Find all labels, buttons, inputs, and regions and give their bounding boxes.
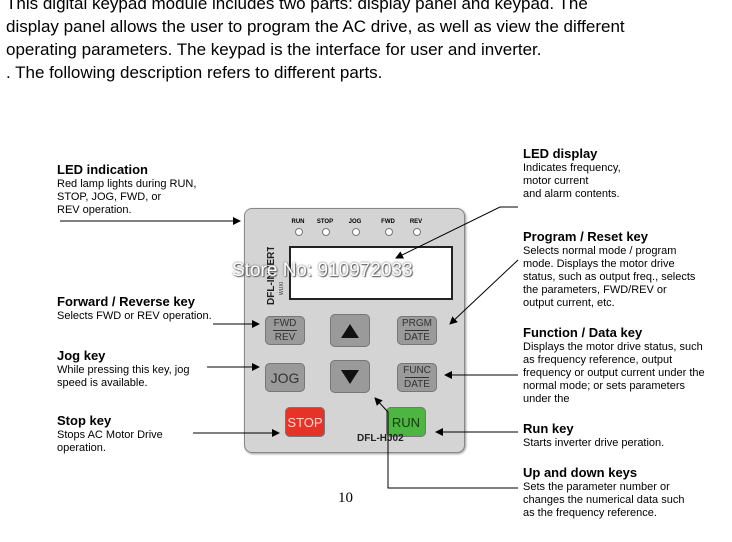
display-panel: RUN STOP JOG FWD REV DFL-INVERTER WUXI [258, 213, 453, 307]
rev-label: REV [274, 332, 296, 343]
label-title: Run key [523, 421, 574, 436]
key-divider [405, 377, 429, 378]
keypad-panel: RUN STOP JOG FWD REV DFL-INVERTER WUXI F… [244, 208, 465, 453]
leader-up-down [374, 397, 518, 489]
label-title: Stop key [57, 413, 112, 428]
intro-text: This digital keypad module includes two … [6, 0, 728, 84]
label-stop: Stop key Stops AC Motor Drive operation. [57, 413, 163, 455]
fwd-label: FWD [273, 318, 297, 329]
led-jog-indicator [352, 228, 360, 236]
label-run: Run key Starts inverter drive peration. [523, 421, 664, 450]
label-forward-reverse: Forward / Reverse key Selects FWD or REV… [57, 294, 212, 323]
led-stop-indicator [322, 228, 330, 236]
leader-program-reset [449, 259, 519, 325]
up-triangle-icon [341, 323, 359, 338]
led-run-indicator [295, 228, 303, 236]
fwd-rev-button[interactable]: FWD REV [265, 316, 305, 345]
led-fwd-indicator [385, 228, 393, 236]
run-button[interactable]: RUN [386, 407, 426, 437]
page-number: 10 [338, 490, 353, 506]
label-title: Function / Data key [523, 325, 643, 340]
intro-line: This digital keypad module includes two … [6, 0, 588, 13]
prgm-date-button[interactable]: PRGM DATE [397, 316, 437, 345]
label-desc: Red lamp lights during RUN, STOP, JOG, F… [57, 178, 197, 216]
leader-led-display [395, 206, 518, 259]
jog-label: JOG [270, 369, 300, 386]
label-led-display: LED display Indicates frequency, motor c… [523, 146, 621, 201]
label-desc: Selects normal mode / program mode. Disp… [523, 245, 696, 309]
label-desc: While pressing this key, jog speed is av… [57, 364, 190, 389]
lcd-display [289, 246, 453, 300]
led-label-fwd: FWD [381, 219, 395, 225]
label-title: Program / Reset key [523, 229, 649, 244]
label-title: Jog key [57, 348, 106, 363]
key-divider [273, 330, 297, 331]
label-jog: Jog key While pressing this key, jog spe… [57, 348, 189, 390]
label-desc: Displays the motor drive status, such as… [523, 341, 705, 405]
led-label-rev: REV [409, 219, 423, 225]
func-label: FUNC [403, 365, 431, 376]
key-divider [405, 330, 429, 331]
intro-line: . The following description refers to di… [6, 63, 383, 82]
label-title: Forward / Reverse key [57, 294, 196, 309]
date-label: DATE [404, 379, 430, 390]
label-desc: Indicates frequency, motor current and a… [523, 162, 621, 200]
label-up-down: Up and down keys Sets the parameter numb… [523, 465, 684, 520]
jog-button[interactable]: JOG [265, 363, 305, 392]
brand-text: DFL-INVERTER [266, 247, 277, 305]
label-title: LED indication [57, 162, 148, 177]
label-desc: Sets the parameter number or changes the… [523, 481, 685, 519]
label-desc: Selects FWD or REV operation. [57, 310, 212, 322]
label-program-reset: Program / Reset key Selects normal mode … [523, 229, 695, 310]
label-led-indication: LED indication Red lamp lights during RU… [57, 162, 196, 217]
run-label: RUN [391, 414, 421, 430]
stop-label: STOP [287, 414, 323, 430]
down-button[interactable] [330, 360, 370, 393]
label-desc: Stops AC Motor Drive operation. [57, 429, 163, 454]
led-label-jog: JOG [348, 219, 362, 225]
func-date-button[interactable]: FUNC DATE [397, 363, 437, 392]
led-label-run: RUN [291, 219, 305, 225]
label-desc: Starts inverter drive peration. [523, 437, 665, 449]
down-triangle-icon [341, 369, 359, 384]
brand-logo: DFL-INVERTER WUXI [266, 247, 285, 305]
label-title: LED display [523, 146, 598, 161]
led-rev-indicator [413, 228, 421, 236]
prgm-label: PRGM [402, 318, 432, 329]
intro-line: display panel allows the user to program… [6, 17, 625, 36]
watermark: Store No: 910972033 [232, 260, 413, 281]
label-title: Up and down keys [523, 465, 638, 480]
led-label-stop: STOP [316, 219, 334, 225]
date-label: DATE [404, 332, 430, 343]
stop-button[interactable]: STOP [285, 407, 325, 437]
brand-subtext: WUXI [279, 282, 285, 295]
label-function-data: Function / Data key Displays the motor d… [523, 325, 705, 406]
model-label: DFL-HJ02 [357, 433, 404, 444]
up-button[interactable] [330, 314, 370, 347]
intro-line: operating parameters. The keypad is the … [6, 40, 542, 59]
